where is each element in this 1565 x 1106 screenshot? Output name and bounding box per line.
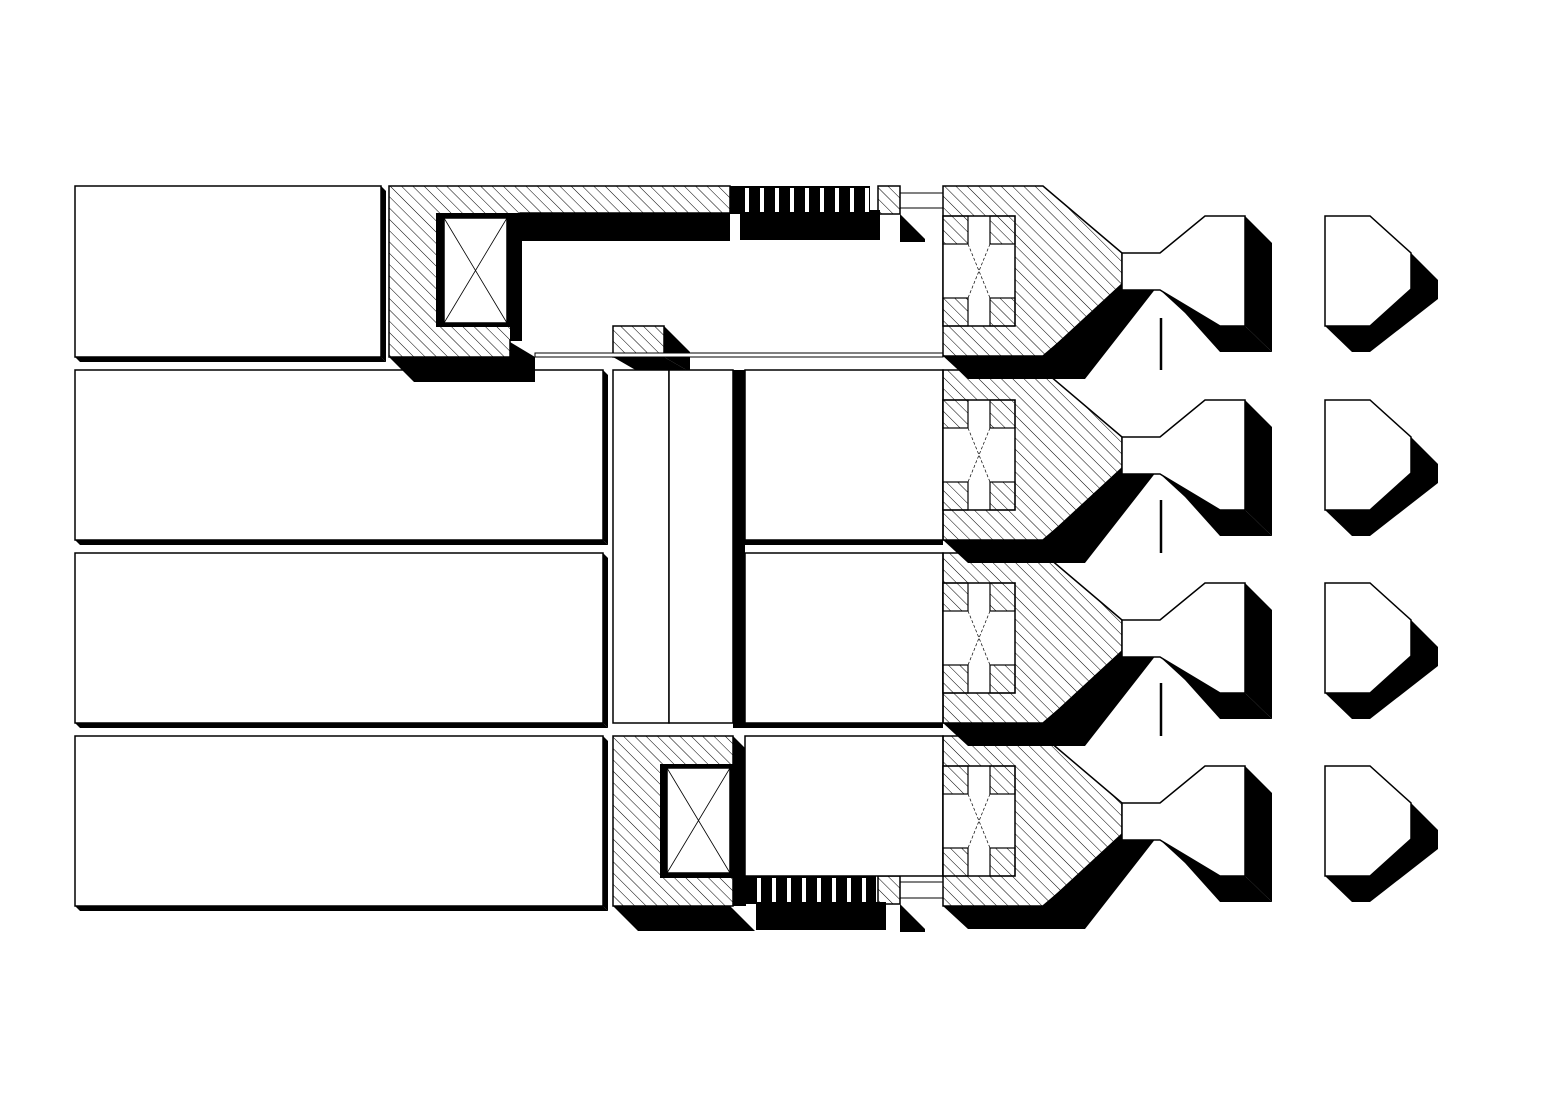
screw-thread-bottom (746, 876, 886, 930)
head-unit-4 (942, 735, 1438, 929)
head-unit-1 (942, 185, 1438, 379)
small-block (612, 325, 690, 372)
connector-bar-3 (744, 552, 944, 724)
long-bar-3 (74, 552, 608, 728)
connector-bars (534, 352, 944, 728)
top-clamp (388, 185, 943, 382)
connector-bar-2 (744, 369, 944, 541)
head-unit-3 (942, 552, 1438, 746)
head-unit-2 (942, 369, 1438, 563)
top-rail (534, 352, 944, 358)
vertical-strip-left (612, 369, 670, 724)
vertical-strip-right (668, 369, 734, 724)
long-bars (74, 185, 608, 911)
head-units (942, 185, 1438, 929)
bottom-clamp (612, 735, 944, 932)
long-bar-4 (74, 735, 608, 911)
middle-column (612, 325, 745, 728)
long-bar-1 (74, 185, 386, 362)
vertical-strip-shadow (733, 370, 745, 728)
long-bar-2 (74, 369, 608, 545)
screw-thread-top (730, 186, 880, 240)
